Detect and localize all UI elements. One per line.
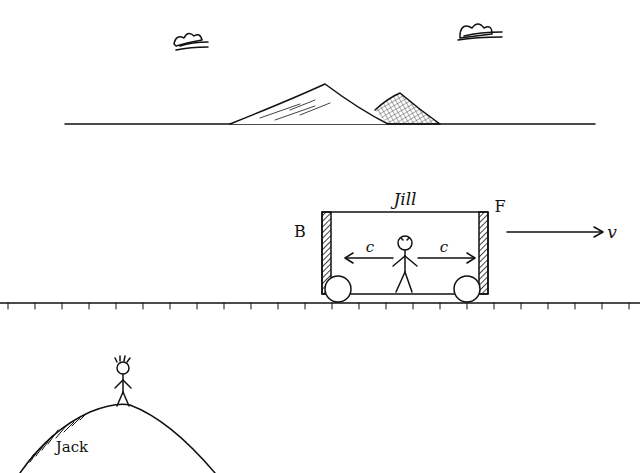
light-speed: c [366, 240, 374, 255]
jill-figure [393, 236, 417, 292]
mountain [230, 84, 388, 124]
person-name: Jill [393, 191, 416, 208]
tick-marks [8, 303, 629, 309]
person-name: Jack [56, 440, 88, 455]
end-label: F [494, 199, 505, 215]
ground-line [0, 302, 640, 304]
hill [20, 404, 215, 473]
mountain [375, 93, 440, 124]
cloud [458, 24, 502, 40]
boxcar [322, 212, 488, 302]
light-arrow [345, 253, 475, 263]
cloud [174, 33, 208, 50]
light-speed: c [440, 240, 448, 255]
jack-figure [115, 356, 131, 406]
velocity-label: v [607, 224, 617, 241]
velocity-arrow [507, 227, 603, 237]
end-label: B [294, 224, 306, 240]
